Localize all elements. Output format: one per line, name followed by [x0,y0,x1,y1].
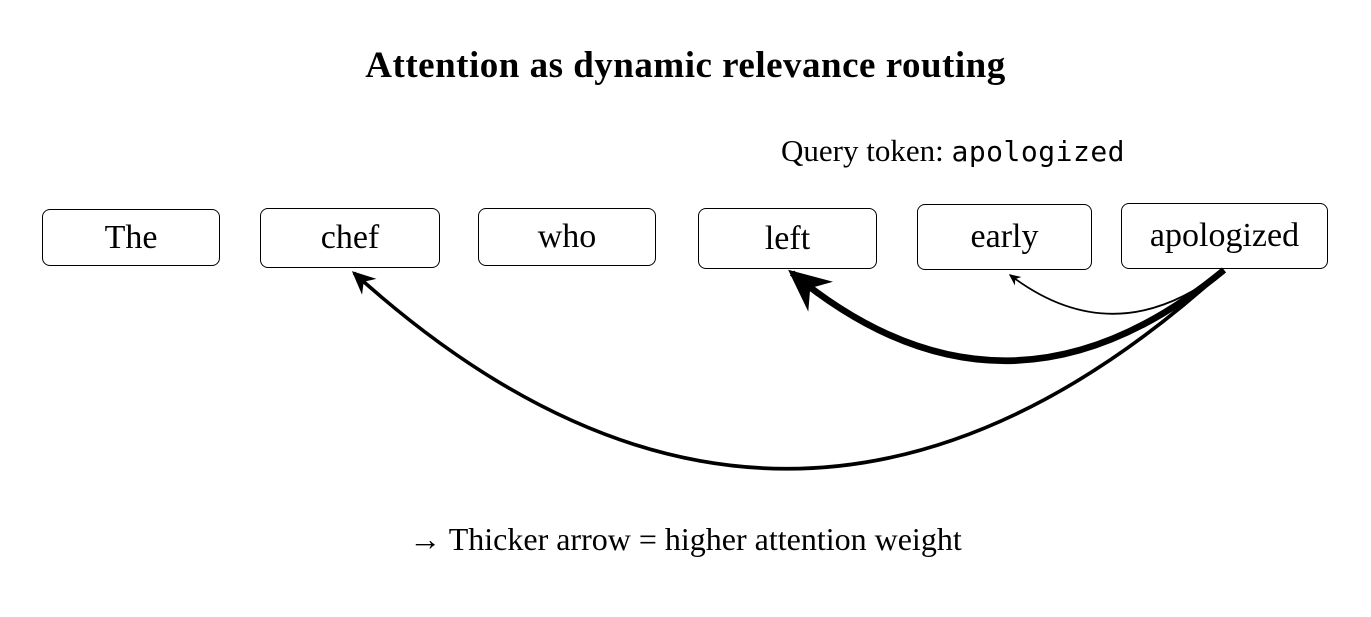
query-token-value: apologized [951,135,1126,168]
token-box-early: early [917,204,1092,270]
token-box-chef: chef [260,208,440,268]
token-box-left: left [698,208,877,269]
query-label: Query token: [781,133,944,168]
token-box-who: who [478,208,656,266]
attention-arrow-apologized-to-chef [351,268,1226,471]
legend-caption: → Thicker arrow = higher attention weigh… [409,521,962,557]
query-caption: Query token: apologized [781,133,1126,168]
attention-arrow-apologized-to-left [788,267,1227,364]
attention-arrow-apologized-to-early [1008,269,1225,315]
token-box-apologized: apologized [1121,203,1328,269]
diagram-title: Attention as dynamic relevance routing [365,45,1006,86]
token-box-the: The [42,209,220,266]
